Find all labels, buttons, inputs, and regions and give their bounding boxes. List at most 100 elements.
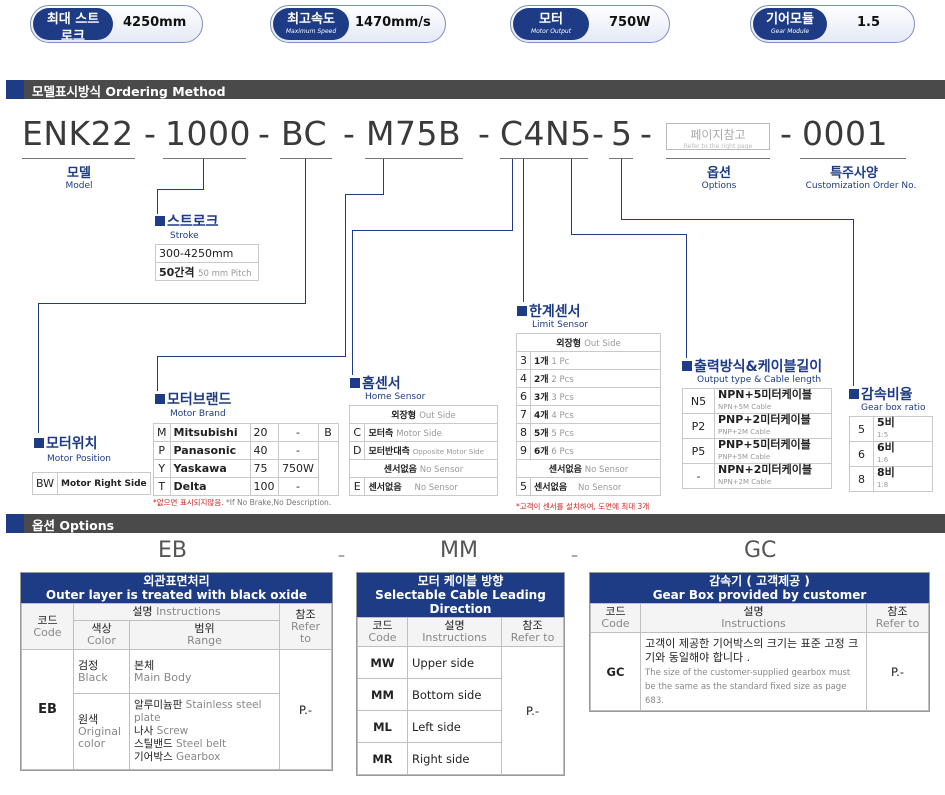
option-label: 옵션: [707, 166, 731, 181]
stroke-title-text: 스트로크: [167, 214, 219, 230]
table-row: 센서없음 No Sensor: [516, 459, 661, 478]
options-section-bar: 옵션 Options: [6, 514, 945, 533]
model-label: 모델: [67, 166, 91, 181]
table-row: T Delta 100 -: [153, 477, 339, 496]
spec-value: 750W: [609, 15, 651, 30]
connector-line: [157, 356, 158, 391]
motor-position-title: 모터위치: [34, 433, 98, 453]
code-sensor: C4N5: [500, 114, 592, 153]
home-sensor-subtitle: Home Sensor: [365, 392, 426, 402]
gear-ratio-title: 감속비율: [849, 384, 913, 404]
motor-brand-table: M Mitsubishi 20 - B P Panasonic 40 - Y Y…: [153, 423, 339, 496]
spec-label-en: Gear Module: [770, 28, 810, 35]
connector-line: [853, 219, 854, 386]
output-title: 출력방식&케이블길이: [682, 356, 822, 376]
code-custom: 0001: [802, 114, 888, 153]
motor-position-table: BW Motor Right Side: [31, 472, 151, 495]
spec-badge: 최고속도 Maximum Speed: [273, 8, 349, 40]
code-brake: BC: [281, 114, 328, 153]
option-gc-header: 감속기 ( 고객제공 ) Gear Box provided by custom…: [590, 573, 929, 603]
code-ratio: 5: [611, 114, 633, 153]
option-eb-heading: EB: [158, 538, 187, 563]
motor-position-subtitle: Motor Position: [47, 454, 111, 464]
connector-line: [621, 159, 622, 219]
connector-line: [305, 159, 306, 303]
section-marker: [6, 514, 24, 533]
spec-value: 1.5: [857, 15, 881, 30]
square-bullet-icon: [849, 389, 859, 399]
table-row: 센서없음 No Sensor: [349, 459, 498, 478]
section-marker: [6, 80, 24, 99]
spec-label: 모터: [539, 12, 563, 27]
connector-line: [157, 356, 346, 357]
table-row: E 센서없음 No Sensor: [348, 477, 498, 496]
option-mm-card: 모터 케이블 방향 Selectable Cable Leading Direc…: [356, 572, 565, 776]
gear-ratio-subtitle: Gear box ratio: [861, 403, 926, 413]
connector-line: [621, 219, 854, 220]
connector-line: [571, 159, 572, 234]
square-bullet-icon: [155, 216, 165, 226]
table-row: Y Yaskawa 75 750W: [153, 459, 339, 478]
motor-position-code: BW: [31, 472, 59, 495]
spec-label-en: Motor Output: [530, 28, 572, 35]
connector-line: [523, 159, 524, 302]
square-bullet-icon: [517, 306, 527, 316]
stroke-title: 스트로크: [155, 211, 219, 231]
stroke-subtitle: Stroke: [170, 231, 199, 241]
spec-label: 기어모듈: [766, 12, 814, 27]
table-header: 외장형 Out Side: [349, 405, 498, 424]
code-dash: -: [343, 114, 356, 153]
spec-pill-gear: 기어모듈 Gear Module 1.5: [750, 5, 915, 43]
option-mm-heading: MM: [440, 538, 478, 563]
connector-line: [203, 159, 204, 189]
table-row: MR Right side: [357, 742, 564, 775]
section-title: 옵션 Options: [32, 518, 115, 533]
square-bullet-icon: [350, 378, 360, 388]
code-underline: [500, 158, 588, 159]
spec-label-en: Maximum Speed: [285, 28, 337, 35]
option-eb-card: 외관표면처리 Outer layer is treated with black…: [20, 572, 333, 771]
limit-sensor-title: 한계센서: [517, 301, 581, 321]
connector-line: [686, 234, 687, 358]
connector-line: [352, 230, 513, 231]
table-row: MM Bottom side: [357, 678, 564, 711]
motor-brand-subtitle: Motor Brand: [170, 409, 226, 419]
table-header: 외장형 Out Side: [516, 333, 661, 352]
code-dash: -: [478, 114, 491, 153]
code-motor: M75B: [366, 114, 462, 153]
square-bullet-icon: [155, 394, 165, 404]
spec-pill-motor: 모터 Motor Output 750W: [510, 5, 670, 43]
code-stroke: 1000: [165, 114, 251, 153]
option-eb-header: 외관표면처리 Outer layer is treated with black…: [21, 573, 332, 603]
spec-label: 최고속도: [287, 12, 335, 27]
ref-box-label-en: Refer to the right page: [683, 143, 753, 150]
option-separator: –: [338, 548, 345, 564]
limit-sensor-note: *고객이 센서를 설치하여, 도면에 최대 3개: [516, 502, 650, 511]
option-separator: –: [571, 548, 578, 564]
stroke-table: 300-4250mm 50간격 50 mm Pitch: [155, 244, 259, 281]
stroke-interval: 50간격 50 mm Pitch: [155, 262, 259, 281]
table-row: P Panasonic 40 -: [153, 441, 339, 496]
spec-badge: 기어모듈 Gear Module: [753, 8, 827, 40]
connector-line: [345, 194, 384, 195]
table-row: D 모터반대측 Opposite Motor Side: [348, 441, 498, 460]
connector-line: [512, 159, 513, 230]
table-row: MW Upper side P.-: [357, 646, 564, 775]
code-model: ENK22: [22, 114, 134, 153]
table-row: C 모터측 Motor Side: [348, 423, 498, 442]
ordering-section-bar: 모델표시방식 Ordering Method: [6, 80, 945, 99]
table-row: GC 고객이 제공한 기어박스의 크기는 표준 고정 크기와 동일해야 합니다 …: [590, 632, 929, 711]
spec-label: 최대 스트로크: [46, 12, 100, 44]
